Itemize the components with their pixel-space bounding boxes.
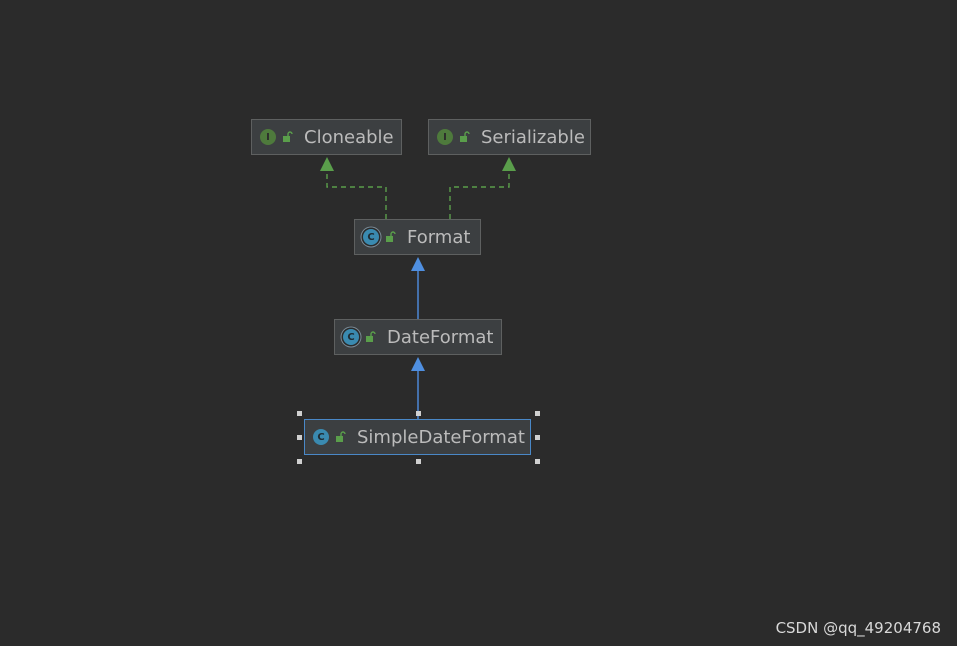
abstract-class-icon: C xyxy=(343,329,359,345)
resize-handle-bottom[interactable] xyxy=(416,459,421,464)
edge-format-implements-cloneable xyxy=(326,170,387,219)
unlocked-padlock-icon xyxy=(282,131,294,143)
watermark: CSDN @qq_49204768 xyxy=(775,619,941,637)
resize-handle-bottom-left[interactable] xyxy=(297,459,302,464)
node-label: SimpleDateFormat xyxy=(357,426,525,448)
resize-handle-right[interactable] xyxy=(535,435,540,440)
resize-handle-top[interactable] xyxy=(416,411,421,416)
arrowhead-dateformat xyxy=(411,357,425,371)
node-format[interactable]: C Format xyxy=(354,219,481,255)
node-label: DateFormat xyxy=(387,326,494,348)
resize-handle-top-right[interactable] xyxy=(535,411,540,416)
resize-handle-bottom-right[interactable] xyxy=(535,459,540,464)
interface-icon: I xyxy=(260,129,276,145)
abstract-class-icon: C xyxy=(363,229,379,245)
node-label: Format xyxy=(407,226,471,248)
node-dateformat[interactable]: C DateFormat xyxy=(334,319,502,355)
node-label: Serializable xyxy=(481,126,585,148)
unlocked-padlock-icon xyxy=(335,431,347,443)
arrowhead-serializable xyxy=(502,157,516,171)
arrowhead-format xyxy=(411,257,425,271)
arrowhead-cloneable xyxy=(320,157,334,171)
unlocked-padlock-icon xyxy=(459,131,471,143)
unlocked-padlock-icon xyxy=(385,231,397,243)
resize-handle-left[interactable] xyxy=(297,435,302,440)
node-label: Cloneable xyxy=(304,126,394,148)
node-serializable[interactable]: I Serializable xyxy=(428,119,591,155)
unlocked-padlock-icon xyxy=(365,331,377,343)
edge-format-implements-serializable xyxy=(449,170,510,219)
node-simpledateformat[interactable]: C SimpleDateFormat xyxy=(304,419,531,455)
interface-icon: I xyxy=(437,129,453,145)
node-cloneable[interactable]: I Cloneable xyxy=(251,119,402,155)
resize-handle-top-left[interactable] xyxy=(297,411,302,416)
class-icon: C xyxy=(313,429,329,445)
